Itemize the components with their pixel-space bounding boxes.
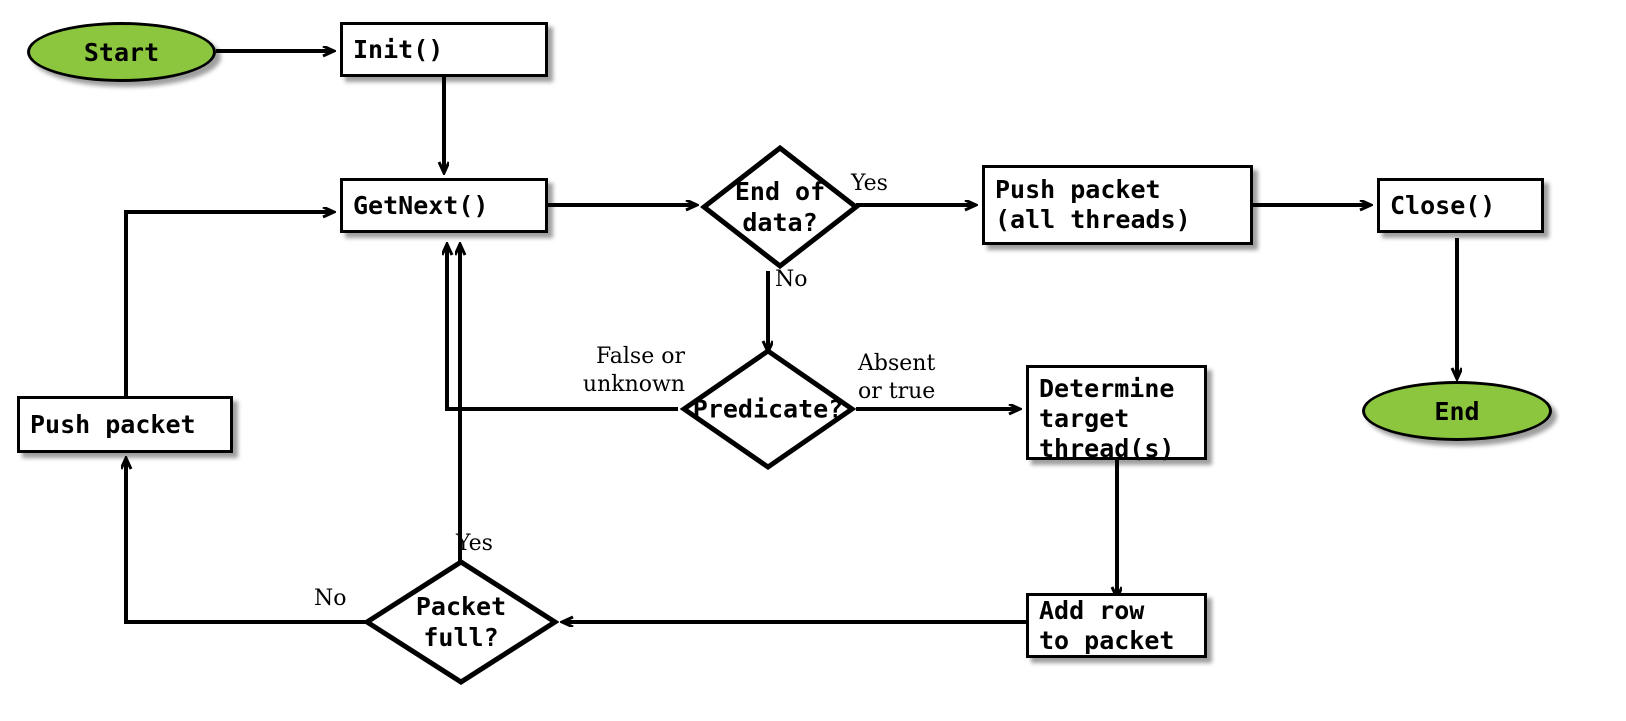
- node-push-packet-all-threads-label: Push packet (all threads): [995, 175, 1191, 234]
- node-getnext-label: GetNext(): [353, 190, 489, 220]
- node-init[interactable]: Init(): [340, 22, 548, 77]
- node-end[interactable]: End: [1362, 381, 1552, 441]
- node-close-label: Close(): [1390, 190, 1496, 220]
- node-determine-target-threads-label: Determine target thread(s): [1039, 374, 1175, 463]
- node-end-label: End: [1434, 396, 1480, 426]
- edge-predicate-false-to-getnext: [447, 245, 678, 411]
- edge-label-yes-end-of-data: Yes: [851, 171, 888, 196]
- node-end-of-data[interactable]: End of data?: [700, 144, 860, 270]
- edge-pushpacket-to-getnext: [124, 212, 333, 398]
- edge-label-no-packet-full: No: [314, 586, 347, 611]
- node-predicate[interactable]: Predicate?: [680, 347, 856, 471]
- node-determine-target-threads[interactable]: Determine target thread(s): [1026, 365, 1207, 463]
- node-getnext[interactable]: GetNext(): [340, 178, 548, 233]
- node-close[interactable]: Close(): [1377, 178, 1544, 233]
- node-packet-full[interactable]: Packet full?: [363, 558, 559, 686]
- edge-label-absent-or-true: Absent or true: [858, 351, 936, 404]
- packet-full-diamond-shape: [363, 559, 559, 685]
- node-push-packet-label: Push packet: [30, 409, 196, 439]
- edge-label-yes-packet-full: Yes: [456, 531, 493, 556]
- edge-label-no-end-of-data: No: [775, 267, 808, 292]
- node-add-row-to-packet-label: Add row to packet: [1039, 595, 1175, 655]
- end-of-data-diamond-shape: [700, 144, 860, 270]
- node-init-label: Init(): [353, 34, 444, 64]
- edge-label-false-or-unknown: False or unknown: [582, 344, 685, 397]
- predicate-diamond-shape: [680, 347, 856, 471]
- node-push-packet-all-threads[interactable]: Push packet (all threads): [982, 165, 1253, 245]
- node-add-row-to-packet[interactable]: Add row to packet: [1026, 593, 1207, 658]
- node-start[interactable]: Start: [27, 22, 216, 82]
- node-start-label: Start: [83, 37, 160, 67]
- node-push-packet[interactable]: Push packet: [17, 396, 233, 453]
- edge-packetfull-no-to-pushpacket: [126, 459, 366, 624]
